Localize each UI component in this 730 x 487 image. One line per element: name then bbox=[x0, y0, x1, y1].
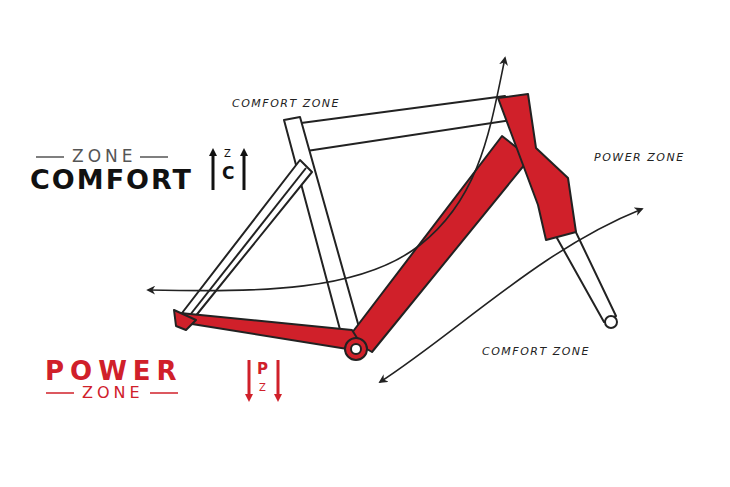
icon-arrow bbox=[248, 360, 251, 398]
legend-title: POWER bbox=[45, 358, 183, 384]
chain-stay bbox=[180, 313, 366, 352]
icon-letter: Z bbox=[224, 149, 231, 159]
legend-title: COMFORT bbox=[30, 166, 193, 193]
zone-label: COMFORT ZONE bbox=[482, 346, 590, 357]
dash bbox=[46, 392, 74, 394]
head-tube bbox=[498, 94, 576, 240]
bottom-bracket bbox=[345, 338, 367, 360]
legend-subtitle: ZONE bbox=[72, 148, 137, 165]
bottom-bracket-hole bbox=[351, 344, 361, 354]
zone-label: POWER ZONE bbox=[594, 152, 685, 163]
seat-stay-inner bbox=[190, 168, 306, 315]
dash bbox=[140, 156, 168, 158]
icon-arrow bbox=[212, 152, 215, 190]
comfort-arrow bbox=[148, 58, 505, 291]
seat-tube bbox=[284, 117, 364, 352]
icon-letter: C bbox=[222, 165, 234, 182]
down-tube bbox=[348, 136, 530, 352]
icon-letter: P bbox=[257, 362, 268, 377]
dash bbox=[150, 392, 178, 394]
legend-subtitle: ZONE bbox=[82, 385, 144, 401]
icon-letter: Z bbox=[259, 383, 266, 393]
zone-label: COMFORT ZONE bbox=[232, 98, 340, 109]
rear-dropout bbox=[174, 310, 196, 330]
icon-arrow bbox=[277, 360, 280, 398]
seat-stay bbox=[182, 160, 312, 318]
dash bbox=[36, 156, 64, 158]
icon-arrow bbox=[243, 152, 246, 190]
fork-dropout bbox=[605, 316, 617, 328]
power-arrow bbox=[380, 209, 642, 382]
